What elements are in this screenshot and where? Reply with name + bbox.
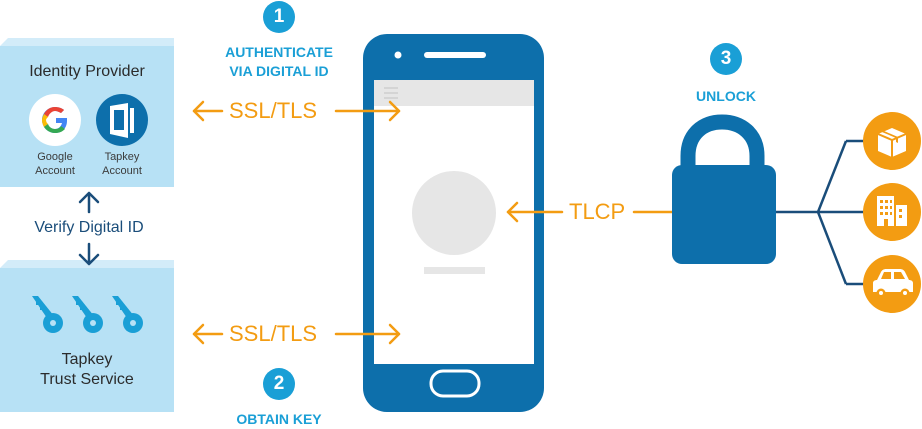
step-1-label-line2: VIA DIGITAL ID xyxy=(229,63,329,79)
tapkey-account-label: Tapkey Account xyxy=(87,150,157,178)
step-3-number: 3 xyxy=(720,48,732,69)
tapkey-account-line2: Account xyxy=(102,165,142,177)
lock-icon xyxy=(672,114,776,264)
step-3-circle xyxy=(710,43,742,75)
step-1-circle xyxy=(263,1,295,33)
ssl-top-arrow xyxy=(192,100,401,122)
google-account-label: Google Account xyxy=(20,150,90,178)
identity-provider-title: Identity Provider xyxy=(29,63,145,80)
step-1-number: 1 xyxy=(273,6,285,27)
step-2-circle xyxy=(263,368,295,400)
verify-digital-id-label: Verify Digital ID xyxy=(34,219,144,236)
trust-service-title: Tapkey Trust Service xyxy=(0,350,174,390)
google-account-line1: Google xyxy=(37,151,73,163)
trust-service-line2: Trust Service xyxy=(40,371,134,388)
tlcp-label: TLCP xyxy=(569,199,626,224)
step-3-label: UNLOCK xyxy=(696,88,756,104)
building-icon xyxy=(863,183,921,241)
ssl-tls-bottom-label: SSL/TLS xyxy=(229,321,318,346)
phone-illustration xyxy=(363,34,544,412)
ssl-bottom-arrow xyxy=(192,323,401,345)
step-2-number: 2 xyxy=(273,373,285,394)
connector-tree xyxy=(776,139,865,286)
trust-service-line1: Tapkey xyxy=(61,351,113,368)
google-account-line2: Account xyxy=(35,165,75,177)
verify-arrow xyxy=(78,191,100,266)
step-1-label-line1: AUTHENTICATE xyxy=(225,44,333,60)
trust-service-box xyxy=(0,260,174,412)
package-icon xyxy=(863,112,921,170)
step-1-label: AUTHENTICATE VIA DIGITAL ID xyxy=(209,43,349,81)
tapkey-icon xyxy=(96,94,148,146)
tapkey-account-line1: Tapkey xyxy=(104,151,140,163)
ssl-tls-top-label: SSL/TLS xyxy=(229,98,318,123)
google-icon xyxy=(29,94,81,146)
menu-icon xyxy=(384,87,398,99)
car-icon xyxy=(863,255,921,313)
step-2-label: OBTAIN KEY xyxy=(236,411,322,427)
key-icon xyxy=(32,296,143,333)
